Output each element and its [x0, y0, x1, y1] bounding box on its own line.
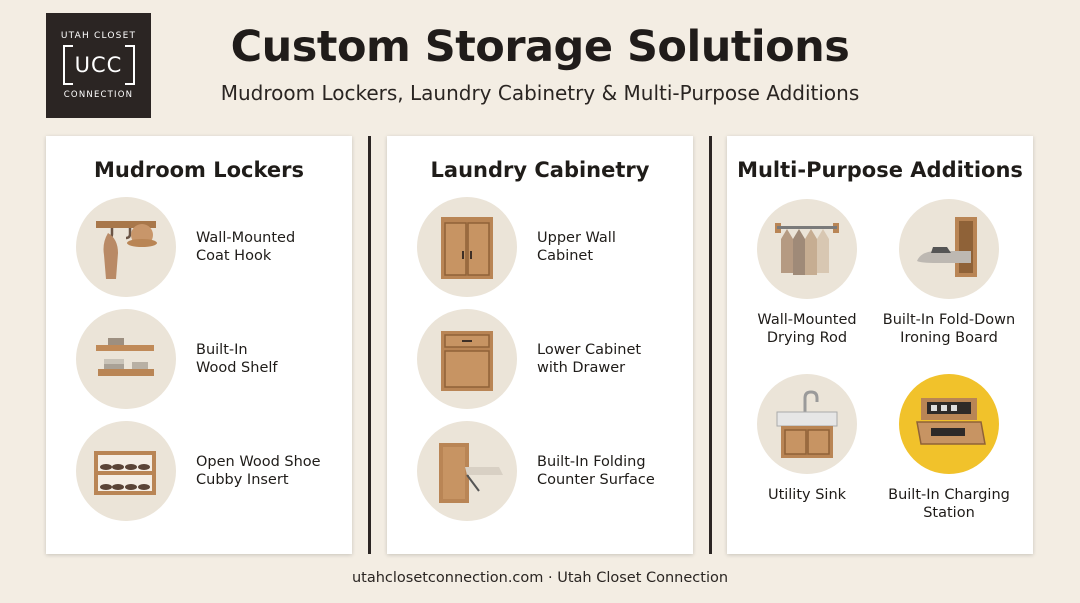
panel-laundry-cabinetry: Laundry Cabinetry Upper Wall Cabinet Low…	[387, 136, 693, 554]
item-label: Built-In Folding Counter Surface	[537, 454, 655, 488]
item-label: Built-In Wood Shelf	[196, 342, 278, 376]
panel-title: Multi-Purpose Additions	[737, 158, 1023, 182]
item-label: Built-In Fold-Down Ironing Board	[882, 312, 1016, 346]
item-label: Wall-Mounted Coat Hook	[196, 230, 296, 264]
ironing-board-icon	[899, 199, 999, 299]
panel-title: Laundry Cabinetry	[430, 158, 650, 182]
logo: UTAH CLOSET UCC CONNECTION	[46, 13, 151, 118]
panel-title: Mudroom Lockers	[93, 158, 305, 182]
grid-item: Utility Sink	[737, 374, 877, 504]
page-title: Custom Storage Solutions	[230, 22, 850, 72]
list-item: Built-In Wood Shelf	[76, 309, 278, 409]
drying-rod-icon	[757, 199, 857, 299]
list-item: Wall-Mounted Coat Hook	[76, 197, 296, 297]
logo-box: UCC	[62, 44, 135, 86]
page-subtitle: Mudroom Lockers, Laundry Cabinetry & Mul…	[220, 81, 860, 105]
charging-station-icon	[899, 374, 999, 474]
list-item: Open Wood Shoe Cubby Insert	[76, 421, 321, 521]
utility-sink-icon	[757, 374, 857, 474]
item-label: Utility Sink	[767, 487, 847, 503]
list-item: Lower Cabinet with Drawer	[417, 309, 642, 409]
footer: utahclosetconnection.com · Utah Closet C…	[351, 570, 729, 586]
item-label: Built-In Charging Station	[888, 487, 1010, 521]
coat-hook-icon	[76, 197, 176, 297]
item-label: Open Wood Shoe Cubby Insert	[196, 454, 321, 488]
lower-cabinet-icon	[417, 309, 517, 409]
logo-mark: UCC	[74, 53, 123, 77]
upper-cabinet-icon	[417, 197, 517, 297]
logo-top-text: UTAH CLOSET	[60, 31, 137, 41]
logo-bottom-text: CONNECTION	[63, 90, 134, 100]
panel-mudroom-lockers: Mudroom Lockers Wall-Mounted Coat Hook	[46, 136, 352, 554]
folding-counter-icon	[417, 421, 517, 521]
item-label: Upper Wall Cabinet	[537, 230, 616, 264]
grid-item: Wall-Mounted Drying Rod	[737, 199, 877, 347]
divider	[709, 136, 712, 554]
grid-item: Built-In Fold-Down Ironing Board	[879, 199, 1019, 347]
wood-shelf-icon	[76, 309, 176, 409]
list-item: Upper Wall Cabinet	[417, 197, 616, 297]
item-label: Wall-Mounted Drying Rod	[757, 312, 857, 346]
list-item: Built-In Folding Counter Surface	[417, 421, 655, 521]
shoe-cubby-icon	[76, 421, 176, 521]
grid-item: Built-In Charging Station	[879, 374, 1019, 522]
divider	[368, 136, 371, 554]
item-label: Lower Cabinet with Drawer	[537, 342, 642, 376]
panel-multi-purpose-additions: Multi-Purpose Additions Wall-Mounted Dry…	[727, 136, 1033, 554]
